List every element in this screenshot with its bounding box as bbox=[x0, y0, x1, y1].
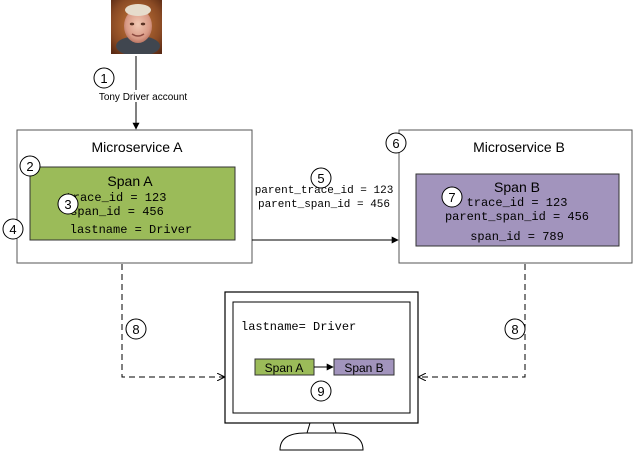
monitor bbox=[224, 291, 419, 451]
step-3-number: 3 bbox=[64, 197, 71, 212]
span-b-title: Span B bbox=[494, 179, 540, 195]
step-4-number: 4 bbox=[9, 222, 16, 237]
propagated-parent-trace-id: parent_trace_id = 123 bbox=[255, 185, 394, 197]
step-6-number: 6 bbox=[392, 136, 399, 151]
monitor-stand bbox=[279, 432, 364, 451]
span-b-trace-id: trace_id = 123 bbox=[467, 196, 568, 210]
export-path-left bbox=[121, 264, 224, 377]
span-b-box bbox=[415, 173, 620, 247]
monitor-span-a-label: Span A bbox=[265, 361, 304, 375]
monitor-lastname-attribute: lastname= Driver bbox=[241, 320, 356, 334]
step-1-number: 1 bbox=[100, 71, 107, 86]
step-9-number: 9 bbox=[317, 384, 324, 399]
step-9-marker: 9 bbox=[310, 380, 332, 402]
step-5-marker: 5 bbox=[310, 167, 332, 189]
step-7-marker: 7 bbox=[441, 186, 463, 208]
propagated-parent-span-id: parent_span_id = 456 bbox=[258, 199, 390, 211]
step-3-marker: 3 bbox=[57, 193, 79, 215]
span-a-box bbox=[29, 166, 236, 241]
user-avatar bbox=[111, 0, 162, 54]
step-2-number: 2 bbox=[26, 159, 33, 174]
monitor-neck bbox=[306, 422, 337, 434]
monitor-span-b-box bbox=[333, 358, 395, 376]
step-8-right-marker: 8 bbox=[504, 318, 526, 340]
step-4-marker: 4 bbox=[2, 218, 24, 240]
user-account-label: Tony Driver account bbox=[99, 92, 188, 103]
monitor-span-b-label: Span B bbox=[344, 361, 383, 375]
microservice-a-title: Microservice A bbox=[91, 139, 183, 155]
step-2-marker: 2 bbox=[19, 155, 41, 177]
step-8-left-number: 8 bbox=[132, 322, 139, 337]
span-b-parent-span-id: parent_span_id = 456 bbox=[445, 210, 589, 224]
step-6-marker: 6 bbox=[385, 132, 407, 154]
step-7-number: 7 bbox=[448, 190, 455, 205]
span-b-span-id: span_id = 789 bbox=[470, 230, 564, 244]
step-5-number: 5 bbox=[317, 171, 324, 186]
microservice-b-title: Microservice B bbox=[473, 139, 565, 155]
step-8-left-marker: 8 bbox=[125, 318, 147, 340]
step-1-marker: 1 bbox=[93, 67, 115, 89]
span-a-trace-id: trace_id = 123 bbox=[66, 191, 167, 205]
export-path-right bbox=[419, 264, 526, 377]
span-a-lastname: lastname = Driver bbox=[70, 223, 192, 237]
span-a-span-id: span_id = 456 bbox=[70, 205, 164, 219]
span-a-title: Span A bbox=[107, 173, 153, 189]
step-8-right-number: 8 bbox=[511, 322, 518, 337]
